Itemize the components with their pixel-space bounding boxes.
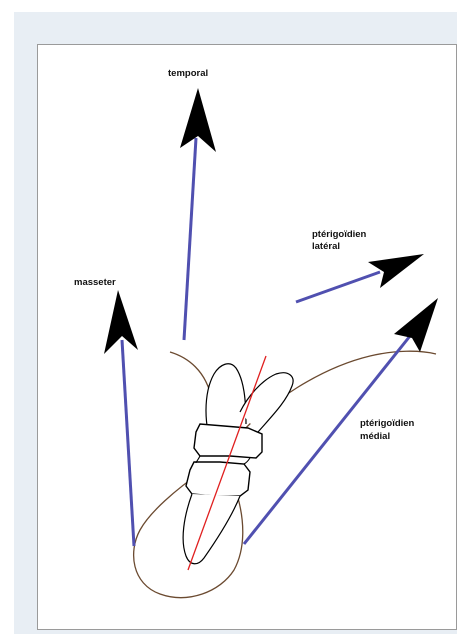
label-temporal: temporal [168,68,208,79]
masseter-vector [122,340,134,546]
label-pterygoid-medial-1: ptérigoïdien [360,418,415,429]
label-pterygoid-lateral-1: ptérigoïdien [312,229,367,240]
tooth-segment-upper [194,424,262,458]
temporal-vector [184,138,196,340]
temporal-arrowhead [180,88,216,152]
label-masseter: masseter [74,277,116,288]
tooth-crown-right [240,373,293,432]
pterygoid-lateral-vector [296,272,380,302]
pterygoid-lateral-arrowhead [368,254,424,288]
tooth-segment-lower [186,462,250,496]
label-pterygoid-medial-2: médial [360,431,390,442]
label-pterygoid-lateral-2: latéral [312,241,340,252]
tooth-crown-left [206,364,246,432]
pterygoid-medial-arrowhead [394,298,438,352]
